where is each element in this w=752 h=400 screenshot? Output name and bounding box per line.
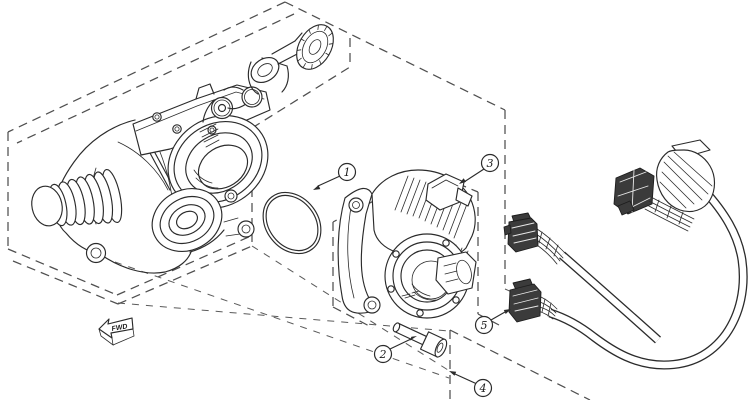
callout-1-number: 1 <box>344 166 351 179</box>
harness-wire-bundle-upper <box>533 228 567 265</box>
callout-4-number: 4 <box>479 382 487 395</box>
harness-trunk-tube <box>548 186 748 370</box>
callout-3: 3 <box>459 153 500 184</box>
o-ring <box>262 191 322 255</box>
callout-1: 1 <box>313 162 357 190</box>
fwd-label: FWD <box>111 323 128 333</box>
harness-connector-lower <box>508 278 542 323</box>
callout-5: 5 <box>474 309 511 335</box>
actuator-mounting-bolt <box>392 322 448 358</box>
splined-gear <box>296 24 334 70</box>
actuator-face-label <box>401 290 420 299</box>
driveshaft-assembly <box>199 24 334 148</box>
mounting-feet <box>85 217 255 264</box>
callout-5-number: 5 <box>481 319 488 332</box>
actuator-mount-bore <box>167 115 269 209</box>
fwd-orientation-tag: FWD <box>98 317 135 346</box>
callout-4: 4 <box>449 371 493 398</box>
actuator-top-connector <box>425 173 473 211</box>
harness-dashed-box <box>449 329 591 400</box>
output-bearing-hub <box>151 188 223 252</box>
front-gearcase <box>31 83 271 274</box>
wiring-harness <box>503 139 748 370</box>
output-shaft-boot <box>31 168 123 227</box>
u-joint <box>199 56 289 148</box>
harness-wire-bundle-lower <box>537 296 558 320</box>
gearcase-actuator <box>337 169 477 319</box>
callout-3-number: 3 <box>487 157 494 170</box>
actuator-side-connector <box>435 251 477 295</box>
harness-wire-bundle-top <box>644 196 695 232</box>
harness-plug-large <box>655 139 716 213</box>
harness-plug-small <box>613 167 655 216</box>
callout-2-number: 2 <box>379 348 387 361</box>
callout-2: 2 <box>373 336 417 364</box>
harness-connector-upper <box>503 212 539 253</box>
